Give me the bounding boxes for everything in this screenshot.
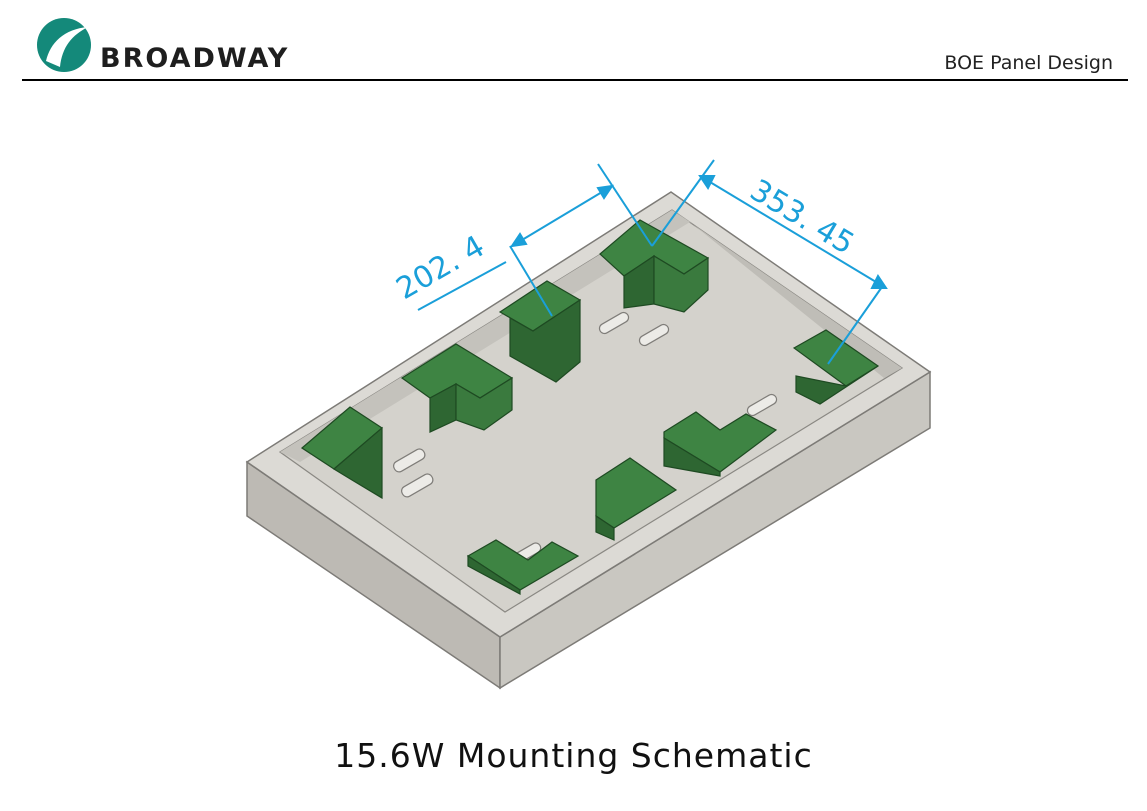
mounting-block bbox=[795, 365, 879, 405]
dimension-width-label: 202. 4 bbox=[391, 229, 491, 307]
mounting-block bbox=[332, 426, 383, 500]
mounting-block bbox=[595, 514, 615, 541]
document-title: BOE Panel Design bbox=[944, 52, 1113, 74]
mounting-block bbox=[455, 376, 513, 431]
tray-inner-wall-right bbox=[672, 210, 902, 378]
mounting-block bbox=[653, 254, 709, 313]
broadway-logo: BROADWAY bbox=[36, 17, 326, 75]
green-mounting-blocks bbox=[301, 219, 880, 596]
mounting-block bbox=[467, 554, 521, 596]
logo-text: BROADWAY bbox=[100, 43, 290, 74]
mounting-block bbox=[509, 298, 581, 383]
dimension-lines bbox=[417, 159, 888, 365]
header-divider bbox=[22, 79, 1128, 81]
mounting-block bbox=[663, 436, 721, 477]
tray-inner-wall bbox=[280, 210, 690, 462]
mounting-block bbox=[595, 457, 678, 529]
broadway-logo-icon bbox=[37, 18, 91, 72]
dimension-length-label: 353. 45 bbox=[744, 173, 860, 262]
figure-caption: 15.6W Mounting Schematic bbox=[334, 736, 813, 775]
